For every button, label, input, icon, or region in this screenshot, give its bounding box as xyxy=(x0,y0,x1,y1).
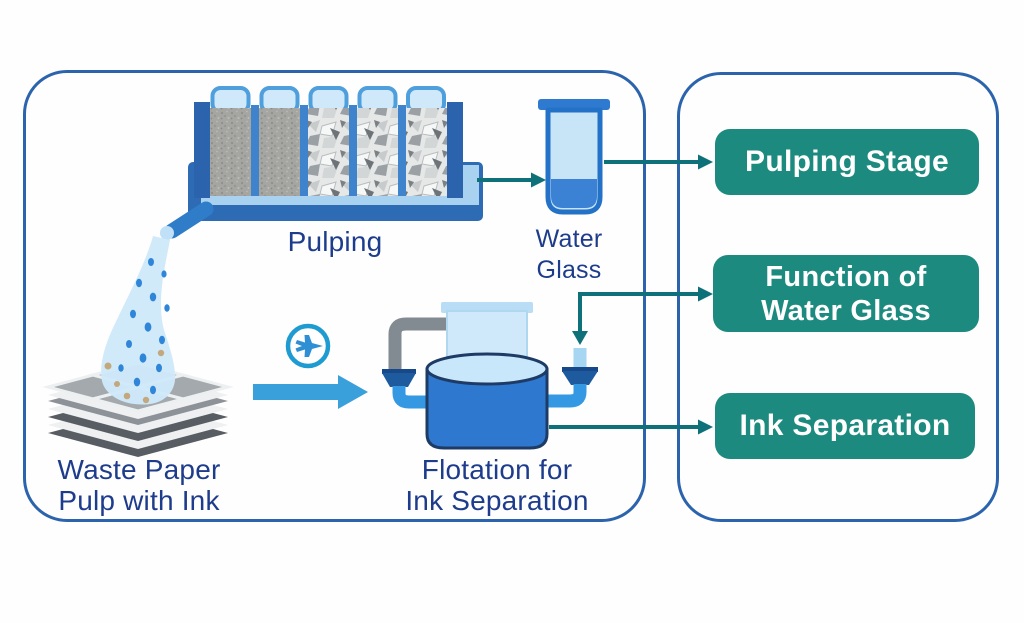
water-glass-label-line-1: Water xyxy=(535,225,603,253)
callout-ink-separation-label: Ink Separation xyxy=(739,409,951,442)
waste-paper-label: Waste Paper Pulp with Ink xyxy=(18,454,260,516)
waste-paper-label-line-1: Waste Paper xyxy=(57,454,221,485)
callout-pulping-stage: Pulping Stage xyxy=(715,129,979,195)
callout-function-line-2: Water Glass xyxy=(761,294,931,327)
flotation-label: Flotation for Ink Separation xyxy=(376,454,618,516)
callout-pulping-stage-label: Pulping Stage xyxy=(745,145,949,178)
water-glass-label-line-2: Glass xyxy=(536,256,602,284)
callout-ink-separation: Ink Separation xyxy=(715,393,975,459)
waste-paper-label-line-2: Pulp with Ink xyxy=(58,485,220,516)
flotation-label-line-1: Flotation for xyxy=(421,454,573,485)
pulping-label: Pulping xyxy=(287,226,383,257)
callout-function-line-1: Function of xyxy=(765,260,927,293)
callout-function-of-water-glass: Function of Water Glass xyxy=(713,255,979,332)
water-glass-label: Water Glass xyxy=(509,224,629,286)
flotation-label-line-2: Ink Separation xyxy=(405,485,589,516)
